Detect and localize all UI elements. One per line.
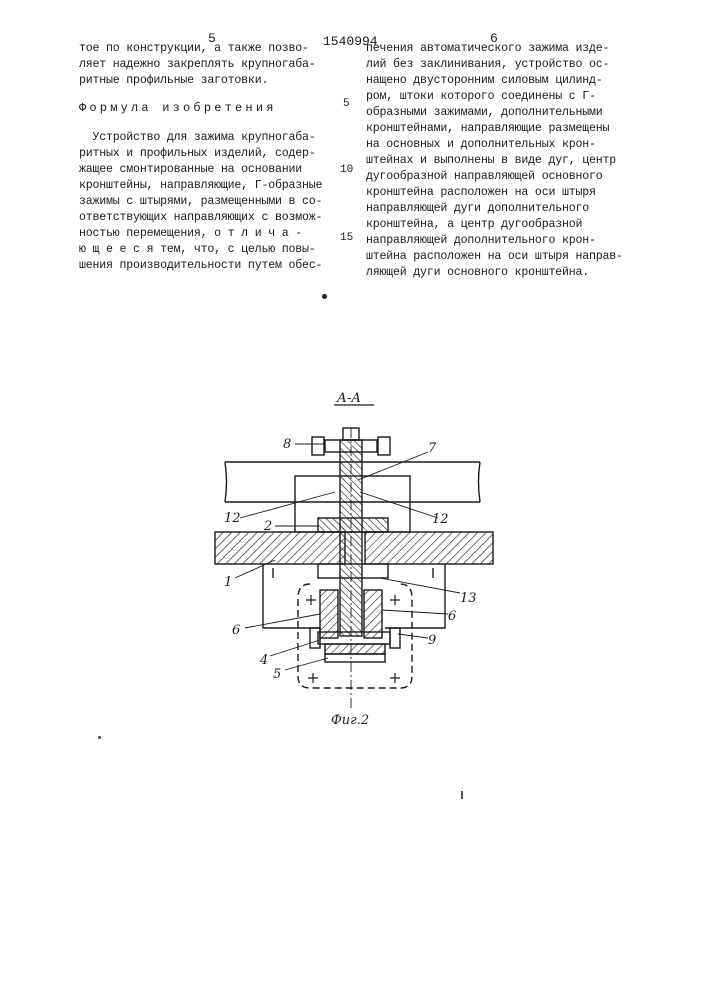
callout-9: 9 <box>428 633 436 648</box>
callout-8: 8 <box>283 437 291 452</box>
text-line: зажимы с штырями, размещенными в со- <box>79 194 322 210</box>
text-line: на основных и дополнительных крон- <box>366 137 596 153</box>
bottom-plate-lower <box>325 654 385 662</box>
text-line: образными зажимами, дополнительными <box>366 105 603 121</box>
text-line: тое по конструкции, а также позво- <box>79 41 309 57</box>
text-line: ю щ е е с я тем, что, с целью повы- <box>79 242 316 258</box>
text-line: нащено двусторонним силовым цилинд- <box>366 73 603 89</box>
callout-7: 7 <box>428 441 437 456</box>
text-line: направляющей дуги дополнительного <box>366 201 589 217</box>
top-bolt-head <box>378 437 390 455</box>
callout-6-left: 6 <box>232 623 240 638</box>
text-line: лий без заклинивания, устройство ос- <box>366 57 609 73</box>
text-line: ритные профильные заготовки. <box>79 73 268 89</box>
text-line: жащее смонтированные на основании <box>79 162 302 178</box>
callout-1: 1 <box>224 575 232 590</box>
text-line: кронштейна, а центр дугообразной <box>366 217 582 233</box>
beam-break-left <box>225 462 227 502</box>
section-label: А-А <box>336 391 361 406</box>
scan-speck <box>322 294 327 299</box>
bottom-plate <box>325 644 385 654</box>
callout-12-right: 12 <box>432 512 449 527</box>
text-line: ляет надежно закреплять крупногаба- <box>79 57 316 73</box>
callout-2: 2 <box>263 519 272 534</box>
text-line: шения производительности путем обес- <box>79 258 322 274</box>
text-line: ответствующих направляющих с возмож- <box>79 210 322 226</box>
side-plate-right <box>364 590 382 638</box>
figure-caption: Фиг.2 <box>331 713 369 728</box>
text-line: кронштейна расположен на оси штыря <box>366 185 596 201</box>
text-line: Устройство для зажима крупногаба- <box>79 130 316 146</box>
text-line: кронштейнами, направляющие размещены <box>366 121 609 137</box>
callout-12-left: 12 <box>224 511 241 526</box>
callout-4: 4 <box>259 653 268 668</box>
text-line: ностью перемещения, о т л и ч а - <box>79 226 302 242</box>
callout-13: 13 <box>460 591 477 606</box>
text-line: штейнах и выполнены в виде дуг, центр <box>366 153 616 169</box>
text-line: дугообразной направляющей основного <box>366 169 603 185</box>
scan-speck <box>98 736 101 739</box>
text-line: штейна расположен на оси штыря направ- <box>366 249 623 265</box>
side-plate-left <box>320 590 338 638</box>
text-line: направляющей дополнительного крон- <box>366 233 596 249</box>
claims-heading: Формула изобретения <box>79 101 277 115</box>
line-number: 15 <box>340 232 353 244</box>
text-line: ром, штоки которого соединены с Г- <box>366 89 596 105</box>
scan-speck <box>461 791 463 799</box>
text-line: кронштейны, направляющие, Г-образные <box>79 178 322 194</box>
text-line: ритных и профильных изделий, содер- <box>79 146 316 162</box>
line-number: 5 <box>343 98 350 110</box>
top-bolt-head <box>312 437 324 455</box>
base-plate-left <box>215 532 345 564</box>
lower-pin-head <box>390 628 400 648</box>
base-plate-right <box>365 532 493 564</box>
callout-6-right: 6 <box>448 609 456 624</box>
callout-5: 5 <box>273 667 281 682</box>
text-line: ляющей дуги основного кронштейна. <box>366 265 589 281</box>
text-line: печения автоматического зажима изде- <box>366 41 609 57</box>
beam-break-right <box>479 462 481 502</box>
section-drawing: А-А <box>180 380 510 730</box>
line-number: 10 <box>340 164 353 176</box>
